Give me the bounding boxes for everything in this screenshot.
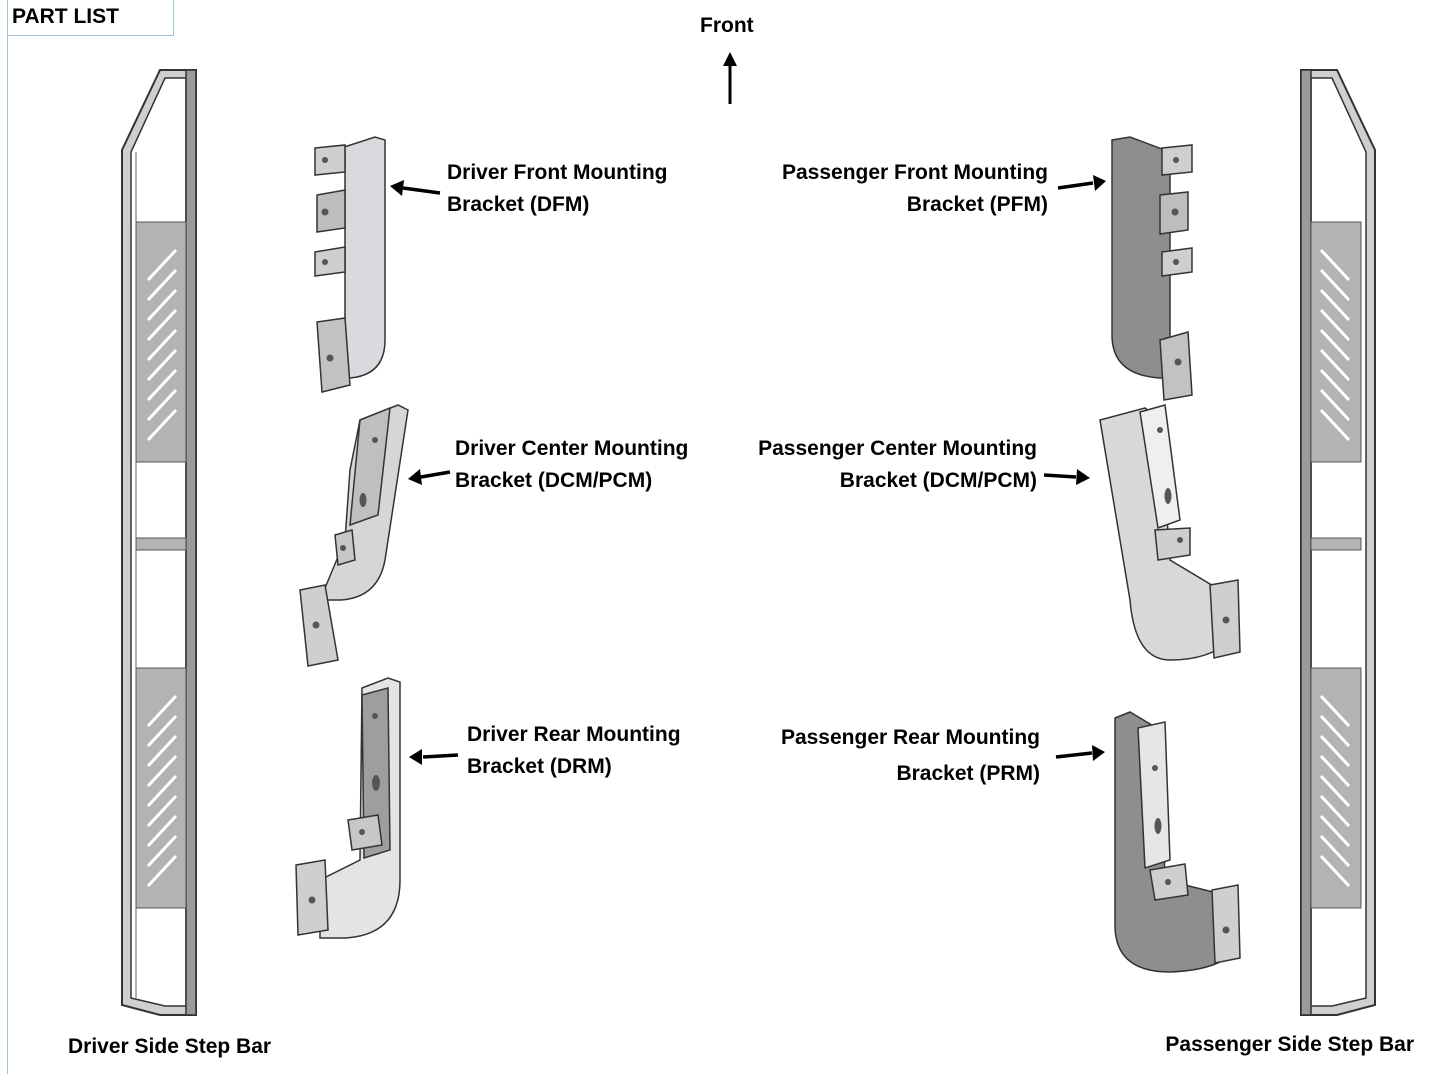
drm-label-line2: Bracket (DRM): [467, 755, 612, 778]
leader-arrow-dcm: [408, 469, 451, 485]
left-frame-rule: [7, 0, 8, 1074]
part-list-tab: PART LIST: [7, 0, 174, 36]
passenger-step-bar-label: Passenger Side Step Bar: [1165, 1033, 1414, 1056]
leader-arrow-pfm: [1057, 175, 1106, 191]
drm-label-line1: Driver Rear Mounting: [467, 723, 681, 746]
dfm-label-line1: Driver Front Mounting: [447, 161, 668, 184]
driver-step-bar-label: Driver Side Step Bar: [68, 1035, 272, 1058]
prm-label-line2: Bracket (PRM): [896, 762, 1040, 785]
front-label: Front: [700, 14, 754, 37]
dcm-label-line1: Driver Center Mounting: [455, 437, 689, 460]
prm-label-line1: Passenger Rear Mounting: [780, 726, 1040, 749]
dfm-label-line2: Bracket (DFM): [447, 193, 590, 216]
pcm-label-line1: Passenger Center Mounting: [758, 437, 1037, 460]
passenger-front-bracket: [1111, 136, 1193, 401]
pfm-label-line2: Bracket (PFM): [906, 193, 1048, 216]
leader-arrow-prm: [1055, 745, 1105, 761]
leader-arrow-pcm: [1043, 469, 1090, 485]
passenger-rear-bracket: [1114, 711, 1241, 973]
driver-center-bracket: [299, 404, 409, 667]
driver-rear-bracket: [295, 677, 401, 939]
dcm-label-line2: Bracket (DCM/PCM): [455, 469, 653, 492]
pcm-label-line2: Bracket (DCM/PCM): [839, 469, 1037, 492]
part-list-title: PART LIST: [12, 5, 119, 28]
leader-arrow-dfm: [390, 180, 441, 196]
leader-arrow-drm: [409, 749, 459, 765]
front-arrow: [723, 52, 737, 104]
passenger-center-bracket: [1099, 404, 1241, 661]
driver-front-bracket: [314, 136, 386, 393]
driver-step-bar: [121, 69, 197, 1016]
pfm-label-line1: Passenger Front Mounting: [781, 161, 1048, 184]
passenger-step-bar: [1300, 69, 1376, 1016]
